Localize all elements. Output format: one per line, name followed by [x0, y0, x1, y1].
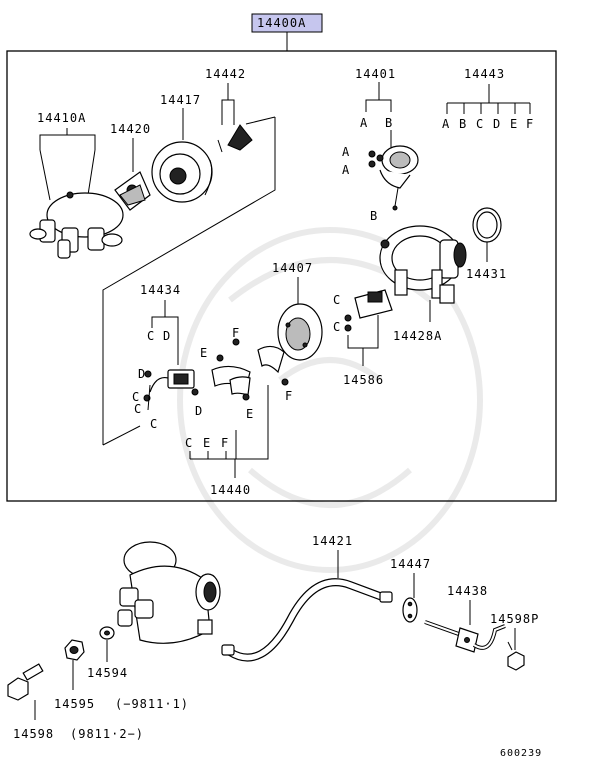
assembly-part-number[interactable]: 14400A	[257, 16, 306, 30]
letter-14440-C: C	[185, 436, 192, 450]
dust-cover-part[interactable]	[151, 141, 213, 203]
note-14598: (9811·2−)	[70, 727, 144, 741]
pipe-bolt-part[interactable]	[507, 641, 525, 671]
letter-pick-D2: D	[195, 404, 202, 418]
bolt-part[interactable]	[7, 663, 44, 701]
letter-14440-E: E	[203, 436, 210, 450]
bracket-part[interactable]	[217, 124, 253, 153]
letter-brk-F1: F	[232, 326, 239, 340]
letter-vac-A2: A	[342, 163, 350, 177]
label-14586[interactable]: 14586	[343, 373, 384, 387]
label-14434[interactable]: 14434	[140, 283, 181, 297]
label-14440[interactable]: 14440	[210, 483, 251, 497]
distributor-assembly-part[interactable]	[117, 541, 221, 644]
letter-pick-C3: C	[150, 417, 157, 431]
label-14438[interactable]: 14438	[447, 584, 488, 598]
note-14595: (−9811·1)	[115, 697, 189, 711]
letter-brk-E2: E	[246, 407, 253, 421]
rotor-part[interactable]	[114, 171, 151, 211]
pickup-coil-part[interactable]	[143, 369, 199, 411]
breaker-bracket-part[interactable]	[211, 338, 289, 401]
label-14417[interactable]: 14417	[160, 93, 201, 107]
vacuum-pipe-part[interactable]	[424, 620, 506, 653]
label-14431[interactable]: 14431	[466, 267, 507, 281]
letter-14440-F: F	[221, 436, 228, 450]
letter-14443-B: B	[459, 117, 466, 131]
label-14598P[interactable]: 14598P	[490, 612, 539, 626]
label-14598[interactable]: 14598	[13, 727, 54, 741]
distributor-housing-part[interactable]	[379, 225, 467, 304]
label-14428A[interactable]: 14428A	[393, 329, 442, 343]
letter-14443-C: C	[476, 117, 483, 131]
letter-brk-E1: E	[200, 346, 207, 360]
letter-pick-C1: C	[132, 390, 139, 404]
diagram-id: 600239	[500, 748, 542, 759]
o-ring-part[interactable]	[472, 207, 502, 243]
letter-14443-A: A	[442, 117, 450, 131]
ignition-module-part[interactable]	[344, 289, 393, 332]
letter-vac-A1: A	[342, 145, 350, 159]
assembly-frame	[6, 50, 557, 502]
nut-part[interactable]	[64, 639, 85, 661]
vacuum-hose-part[interactable]	[221, 578, 393, 662]
letter-vac-B: B	[370, 209, 377, 223]
letter-14443-E: E	[510, 117, 517, 131]
label-14442[interactable]: 14442	[205, 67, 246, 81]
letter-brk-F2: F	[285, 389, 292, 403]
vacuum-advance-part[interactable]	[368, 145, 419, 211]
washer-part[interactable]	[99, 626, 115, 640]
gasket-part[interactable]	[402, 597, 418, 623]
distributor-cap-part[interactable]	[29, 191, 124, 259]
letter-mod-C2: C	[333, 320, 340, 334]
letter-14401-A: A	[360, 116, 368, 130]
label-14447[interactable]: 14447	[390, 557, 431, 571]
letter-mod-C1: C	[333, 293, 340, 307]
label-14421[interactable]: 14421	[312, 534, 353, 548]
letter-pick-C2: C	[134, 402, 141, 416]
letter-14443-D: D	[493, 117, 500, 131]
label-14410A[interactable]: 14410A	[37, 111, 86, 125]
label-14594[interactable]: 14594	[87, 666, 128, 680]
label-14407[interactable]: 14407	[272, 261, 313, 275]
label-14595[interactable]: 14595	[54, 697, 95, 711]
label-14443[interactable]: 14443	[464, 67, 505, 81]
letter-pick-D1: D	[138, 367, 145, 381]
letter-14434-D: D	[163, 329, 170, 343]
label-14420[interactable]: 14420	[110, 122, 151, 136]
letter-14443-F: F	[526, 117, 533, 131]
letter-14434-C: C	[147, 329, 154, 343]
letter-14401-B: B	[385, 116, 392, 130]
breaker-plate-part[interactable]	[277, 303, 323, 361]
label-14401[interactable]: 14401	[355, 67, 396, 81]
